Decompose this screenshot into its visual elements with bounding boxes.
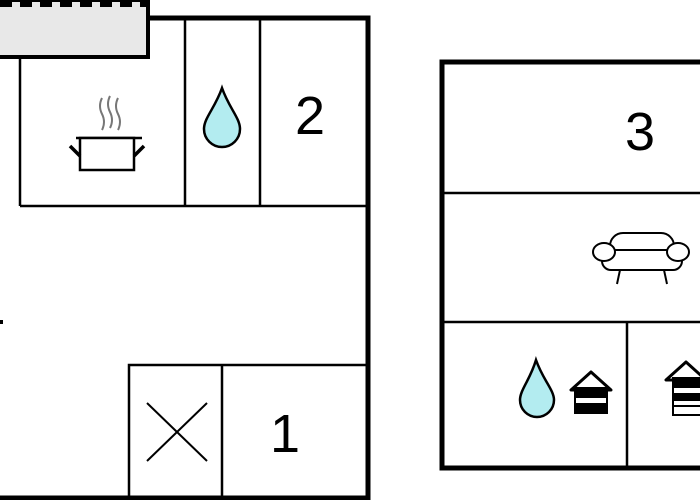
sauna-wet-room: [518, 355, 613, 419]
storage-room: [146, 402, 208, 462]
cooking-pot-icon: [68, 95, 146, 172]
water-drop-icon: [202, 84, 242, 149]
bathroom-left-room: [202, 84, 242, 149]
sauna-room: [664, 360, 700, 416]
right-building: [439, 59, 700, 471]
cross-mark-icon: [146, 402, 208, 462]
terrace: [0, 0, 150, 59]
room-number-2: 2: [295, 86, 325, 146]
sauna-house-icon: [664, 360, 700, 416]
left-building: [0, 15, 371, 500]
kitchen-room: [68, 95, 146, 172]
bedroom-3-room: 3: [625, 102, 655, 162]
sauna-house-icon: [569, 370, 613, 414]
room-number-1: 1: [270, 404, 300, 464]
bedroom-2-room: 2: [295, 86, 325, 146]
room-number-3: 3: [625, 102, 655, 162]
sofa-icon: [592, 232, 690, 285]
water-drop-icon: [518, 355, 556, 419]
bedroom-1-room: 1: [270, 404, 300, 464]
lounge-room: [592, 232, 690, 285]
